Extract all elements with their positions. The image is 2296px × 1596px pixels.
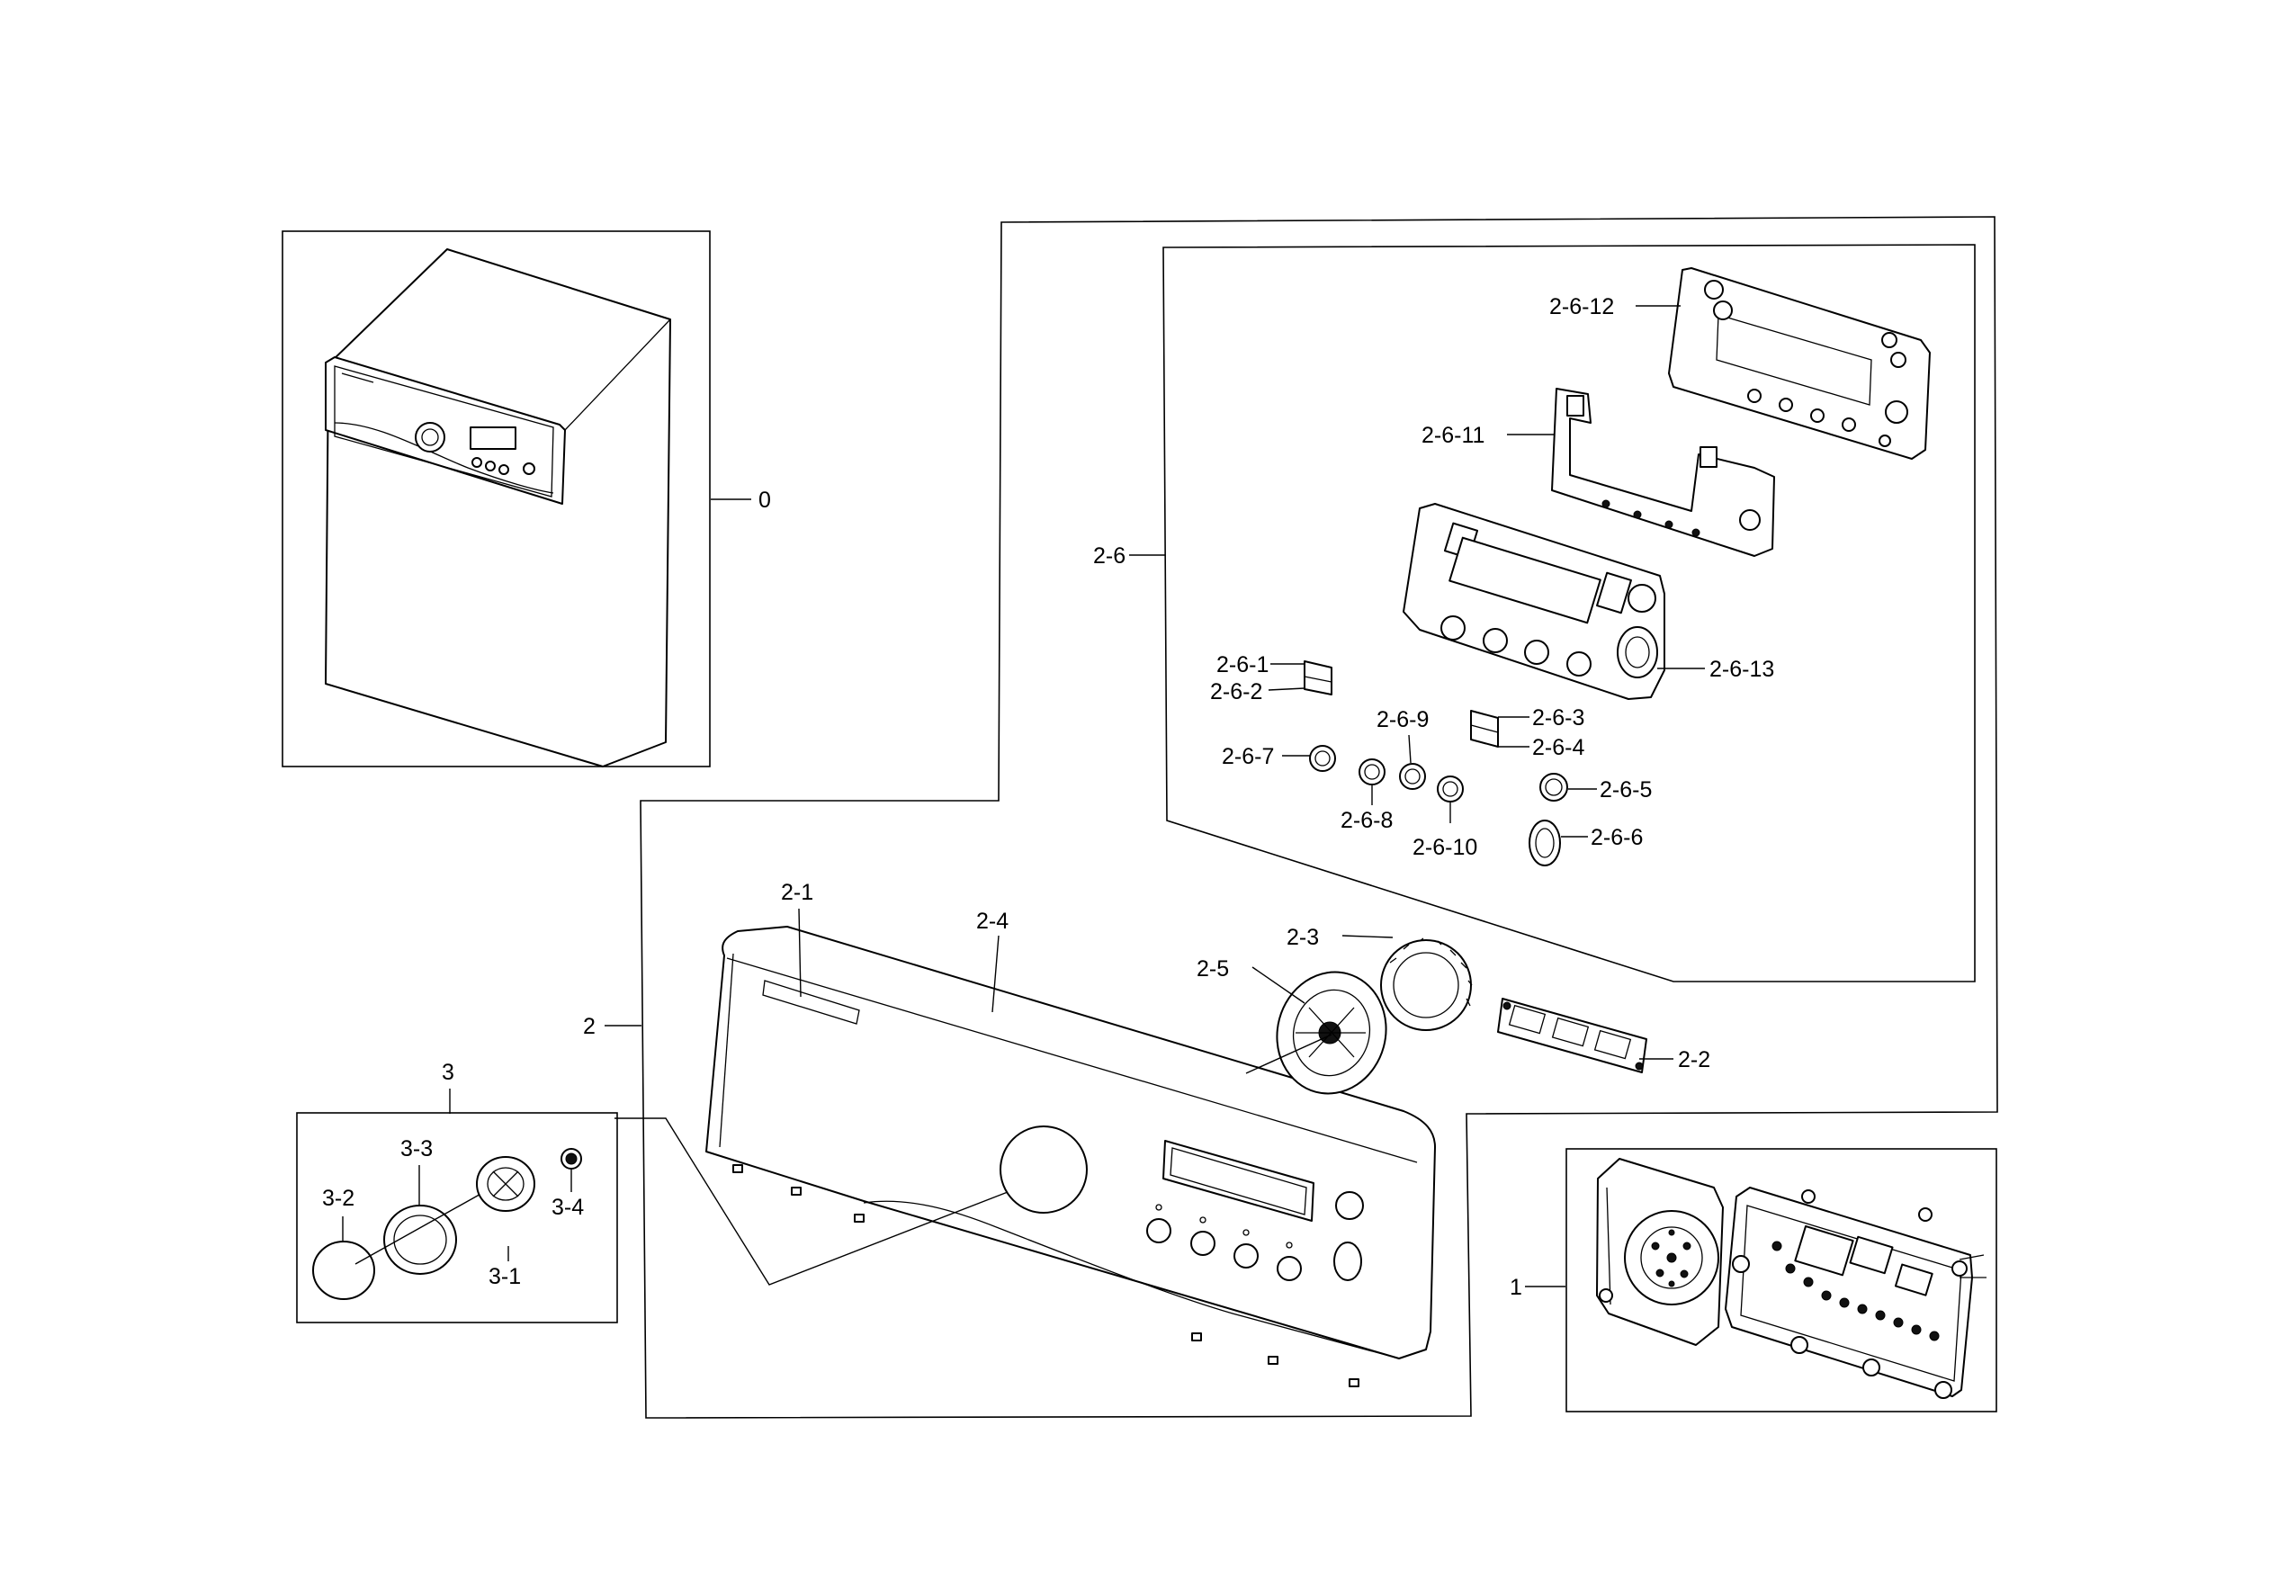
leader-3-axis <box>354 1191 485 1265</box>
label-2-6-13: 2-6-13 <box>1709 657 1774 682</box>
label-2-6-7: 2-6-7 <box>1222 744 1274 769</box>
label-2-6-9: 2-6-9 <box>1377 707 1429 732</box>
frame-assembly-2-6 <box>1162 244 1976 982</box>
washer-cabinet <box>325 248 671 767</box>
button-housing-2-6-13 <box>1403 503 1665 700</box>
label-2-6-10: 2-6-10 <box>1413 835 1477 860</box>
leader-2-5b <box>1245 1034 1332 1074</box>
frame-assembly-3 <box>296 1112 618 1323</box>
button-2-6-6 <box>1529 820 1561 866</box>
label-3: 3 <box>442 1060 454 1085</box>
button-2-6-1 <box>1304 660 1332 695</box>
frame-assembly-2 <box>640 216 1998 1419</box>
label-2-6-5: 2-6-5 <box>1600 777 1652 802</box>
label-2-6-11: 2-6-11 <box>1422 423 1484 448</box>
label-2-5: 2-5 <box>1197 956 1229 982</box>
label-3-2: 3-2 <box>322 1186 354 1211</box>
label-3-1: 3-1 <box>489 1264 521 1289</box>
cap-3-2 <box>312 1241 375 1300</box>
display-window-2-2 <box>1497 998 1647 1073</box>
leader-2-6-9 <box>1408 734 1412 764</box>
leader-2-5 <box>1251 966 1305 1004</box>
knob-ring-2-3 <box>1380 937 1473 1031</box>
label-2-1: 2-1 <box>781 880 813 905</box>
label-2-6-6: 2-6-6 <box>1591 825 1643 850</box>
label-2-4: 2-4 <box>976 909 1009 934</box>
button-2-6-8 <box>1359 758 1386 785</box>
leader-3-to-panel <box>614 1117 1009 1286</box>
label-2-6-4: 2-6-4 <box>1532 735 1584 760</box>
label-2-6-8: 2-6-8 <box>1341 808 1393 833</box>
label-2-6-12: 2-6-12 <box>1549 294 1614 319</box>
label-2-6-2: 2-6-2 <box>1210 679 1262 704</box>
panel-frame-2-6-12 <box>1668 267 1931 460</box>
frame-assembly-1 <box>1565 1148 1997 1412</box>
button-2-6-3 <box>1470 710 1499 748</box>
control-panel <box>705 926 1436 1387</box>
label-2-6-3: 2-6-3 <box>1532 705 1584 731</box>
label-3-3: 3-3 <box>400 1136 433 1161</box>
knob-3-1 <box>476 1156 535 1212</box>
button-2-6-10 <box>1437 776 1464 802</box>
button-2-6-7 <box>1309 745 1336 772</box>
label-2-2: 2-2 <box>1678 1047 1710 1072</box>
button-2-6-5 <box>1539 773 1568 802</box>
frame-assembly-0 <box>282 230 711 767</box>
button-2-6-9 <box>1399 763 1426 790</box>
label-2: 2 <box>583 1014 596 1039</box>
leader-2-1 <box>798 908 802 998</box>
label-3-4: 3-4 <box>552 1195 584 1220</box>
label-0: 0 <box>758 488 771 513</box>
spring-3-4 <box>561 1148 582 1170</box>
label-2-6-1: 2-6-1 <box>1216 652 1269 677</box>
ring-3-3 <box>383 1205 457 1275</box>
leader-2-4 <box>991 935 1000 1013</box>
bracket-2-6-11 <box>1551 388 1775 557</box>
label-2-3: 2-3 <box>1287 925 1319 950</box>
label-2-6: 2-6 <box>1093 543 1126 569</box>
leader-2-3 <box>1341 935 1394 938</box>
pcb-assembly <box>1596 1158 1987 1399</box>
label-1: 1 <box>1510 1275 1522 1300</box>
leader-2-6-2 <box>1268 687 1305 691</box>
